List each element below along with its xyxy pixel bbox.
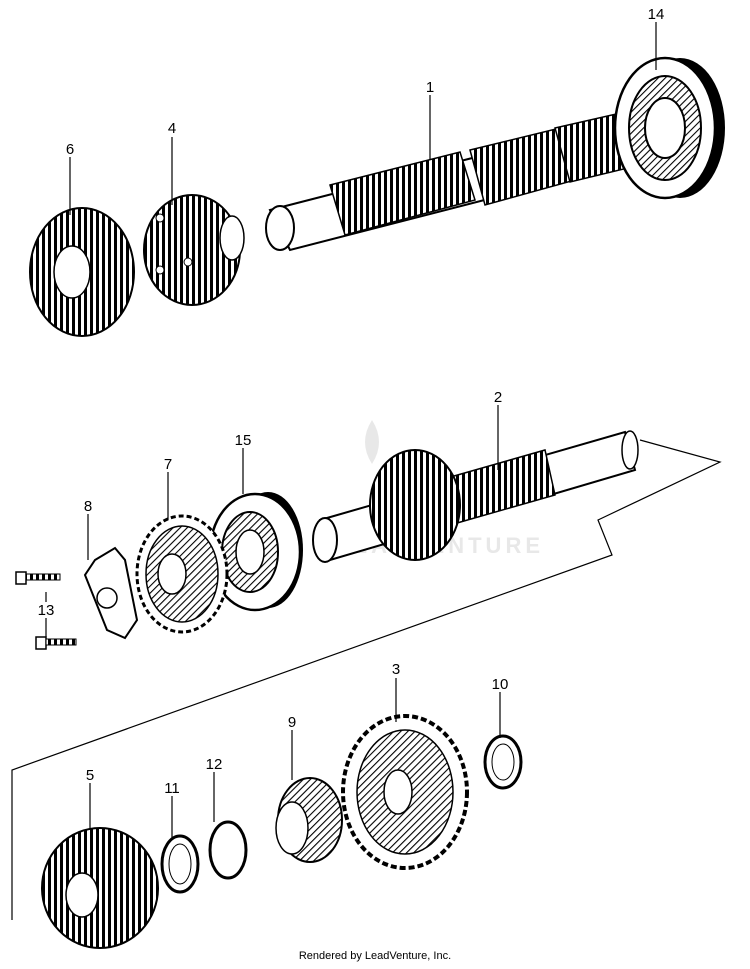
callout-13: 13 <box>38 602 55 619</box>
part-4-gear <box>143 194 245 306</box>
leader-lines <box>45 22 657 838</box>
callout-15: 15 <box>235 432 252 449</box>
part-5-gear <box>41 827 159 949</box>
callout-3: 3 <box>392 661 400 678</box>
part-10-washer <box>483 734 523 790</box>
callout-14: 14 <box>648 6 665 23</box>
part-8-plate <box>83 546 139 640</box>
callout-2: 2 <box>494 389 502 406</box>
footer-credit: Rendered by LeadVenture, Inc. <box>298 950 452 962</box>
callout-9: 9 <box>288 714 296 731</box>
part-7-sprocket <box>135 514 229 634</box>
callout-7: 7 <box>164 456 172 473</box>
part-6-gear <box>29 207 135 337</box>
part-1-mainshaft <box>265 111 642 252</box>
part-11-washer <box>160 834 200 894</box>
part-2-countershaft <box>312 430 639 563</box>
callout-6: 6 <box>66 141 74 158</box>
part-12-circlip <box>208 820 248 880</box>
callout-4: 4 <box>168 120 176 137</box>
part-9-collar <box>275 777 343 863</box>
part-3-gear <box>341 714 469 870</box>
part-13-bolts <box>15 571 77 650</box>
assembly-boundary-line <box>11 439 722 920</box>
callout-10: 10 <box>492 676 509 693</box>
callout-labels: 1 2 3 4 5 6 7 8 9 10 11 12 13 14 15 <box>38 6 665 797</box>
callout-12: 12 <box>206 756 223 773</box>
callout-8: 8 <box>84 498 92 515</box>
part-14-bearing <box>613 56 725 200</box>
callout-11: 11 <box>164 780 180 797</box>
callout-1: 1 <box>426 79 434 96</box>
part-15-bearing <box>208 492 303 612</box>
callout-5: 5 <box>86 767 94 784</box>
